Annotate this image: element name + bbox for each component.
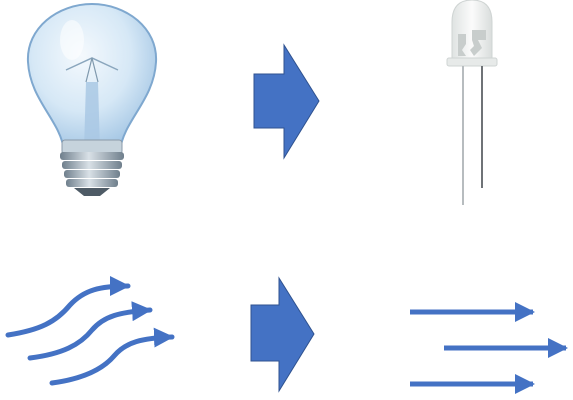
straight-flow-arrows-icon [410,312,566,384]
incandescent-bulb-icon [28,4,156,196]
curved-flow-arrows-icon [8,286,172,383]
block-arrow-right-icon [251,278,314,391]
led-icon [447,0,497,205]
block-arrow-right-icon [254,45,319,158]
